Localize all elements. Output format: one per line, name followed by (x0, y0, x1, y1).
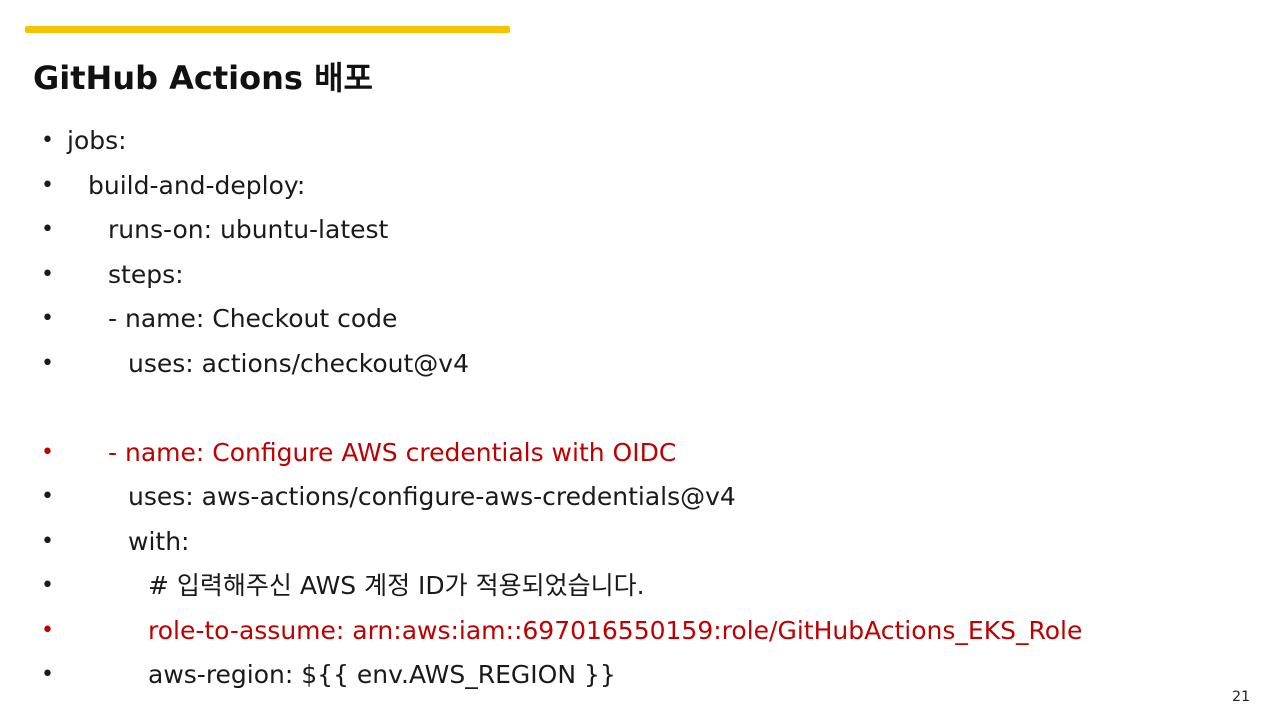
code-line: • build-and-deploy: (0, 164, 1280, 209)
code-line: • - name: Checkout code (0, 297, 1280, 342)
code-text: runs-on: ubuntu-latest (108, 215, 389, 244)
code-text: uses: aws-actions/configure-aws-credenti… (128, 482, 736, 511)
blank-line (0, 386, 1280, 431)
bullet-dot-icon: • (41, 172, 54, 198)
bullet-dot-icon: • (41, 528, 54, 554)
code-line: • with: (0, 520, 1280, 565)
title-accent-bar (25, 26, 510, 33)
code-text: steps: (108, 259, 184, 289)
bullet-dot-icon: • (41, 617, 54, 643)
code-text: with: (128, 526, 190, 556)
code-line: • role-to-assume: arn:aws:iam::6970165501… (0, 609, 1280, 654)
bullet-dot-icon: • (41, 484, 54, 509)
code-text: uses: actions/checkout@v4 (128, 348, 469, 378)
bullet-dot-icon: • (41, 573, 54, 598)
bullet-dot-icon: • (41, 217, 54, 242)
highlighted-code-text: role-to-assume: arn:aws:iam::69701655015… (148, 615, 1083, 645)
highlighted-code-text: - name: Configure AWS credentials with O… (108, 437, 677, 467)
code-text: jobs: (67, 126, 127, 155)
page-number: 21 (1232, 689, 1250, 705)
code-line: • uses: actions/checkout@v4 (0, 342, 1280, 387)
bullet-dot-icon: • (41, 261, 54, 287)
slide-title: GitHub Actions 배포 (33, 59, 373, 97)
code-text: # 입력해주신 AWS 계정 ID가 적용되었습니다. (148, 571, 645, 600)
code-line: • aws-region: ${{ env.AWS_REGION }} (0, 653, 1280, 698)
code-text: - name: Checkout code (108, 304, 398, 333)
code-line: • uses: aws-actions/configure-aws-credent… (0, 475, 1280, 520)
code-line: • jobs: (0, 119, 1280, 164)
bullet-dot-icon: • (41, 128, 54, 153)
bullet-dot-icon: • (41, 662, 54, 687)
code-line: • steps: (0, 253, 1280, 298)
code-bullet-list: • jobs: • build-and-deploy: • runs-on: ubuntu… (0, 119, 1280, 698)
bullet-dot-icon: • (41, 439, 54, 465)
code-text: aws-region: ${{ env.AWS_REGION }} (148, 660, 616, 689)
bullet-dot-icon: • (41, 350, 54, 376)
code-line: • # 입력해주신 AWS 계정 ID가 적용되었습니다. (0, 564, 1280, 609)
code-text: build-and-deploy: (88, 170, 306, 200)
code-line: • - name: Configure AWS credentials with … (0, 431, 1280, 476)
bullet-dot-icon: • (41, 306, 54, 331)
code-line: • runs-on: ubuntu-latest (0, 208, 1280, 253)
